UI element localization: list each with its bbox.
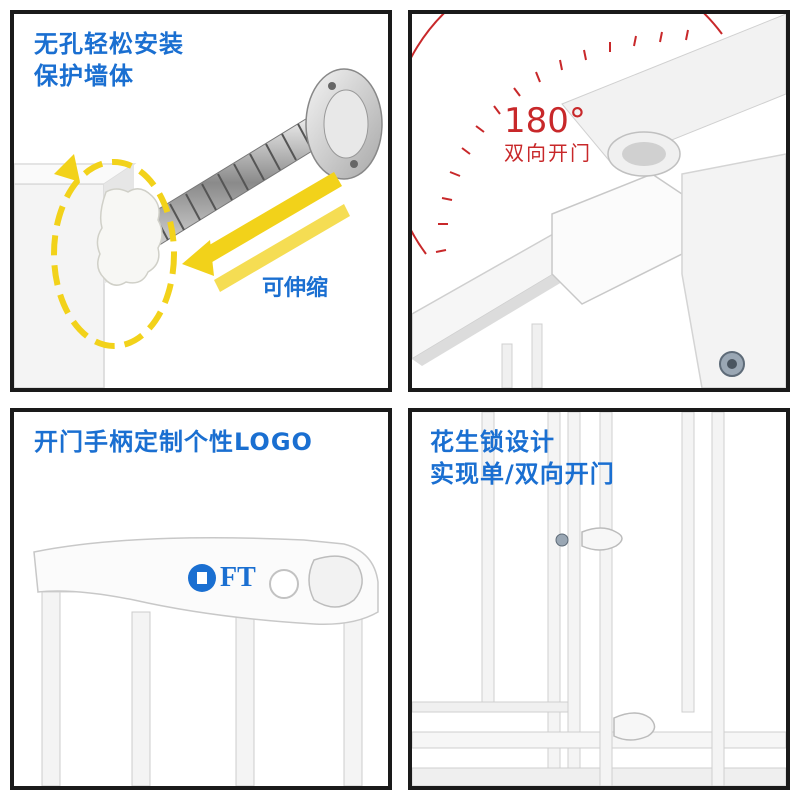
logo-text: FT	[220, 562, 256, 593]
handle-caption: 开门手柄定制个性LOGO	[34, 428, 313, 456]
brand-logo-icon	[188, 564, 216, 592]
lock-illustration	[412, 412, 786, 786]
install-caption: 无孔轻松安装 保护墙体	[34, 30, 184, 90]
lock-caption: 花生锁设计 实现单/双向开门	[430, 428, 615, 488]
install-illustration	[14, 14, 388, 388]
panel-handle: 开门手柄定制个性LOGO FT	[10, 408, 392, 790]
panel-open: 180° 双向开门	[408, 10, 790, 392]
panel-install: 无孔轻松安装 保护墙体 可伸缩	[10, 10, 392, 392]
rotate-knob-arrow-icon	[51, 159, 177, 349]
open-illustration	[412, 14, 786, 388]
stretch-label: 可伸缩	[262, 276, 329, 301]
peanut-lock-icon	[555, 527, 656, 741]
panel-lock: 花生锁设计 实现单/双向开门	[408, 408, 790, 790]
retract-arrow-icon	[182, 172, 350, 292]
angle-badge: 180° 双向开门	[504, 102, 592, 166]
angle-value: 180°	[504, 101, 586, 141]
handle-illustration	[14, 412, 388, 786]
open-caption: 双向开门	[504, 141, 592, 165]
